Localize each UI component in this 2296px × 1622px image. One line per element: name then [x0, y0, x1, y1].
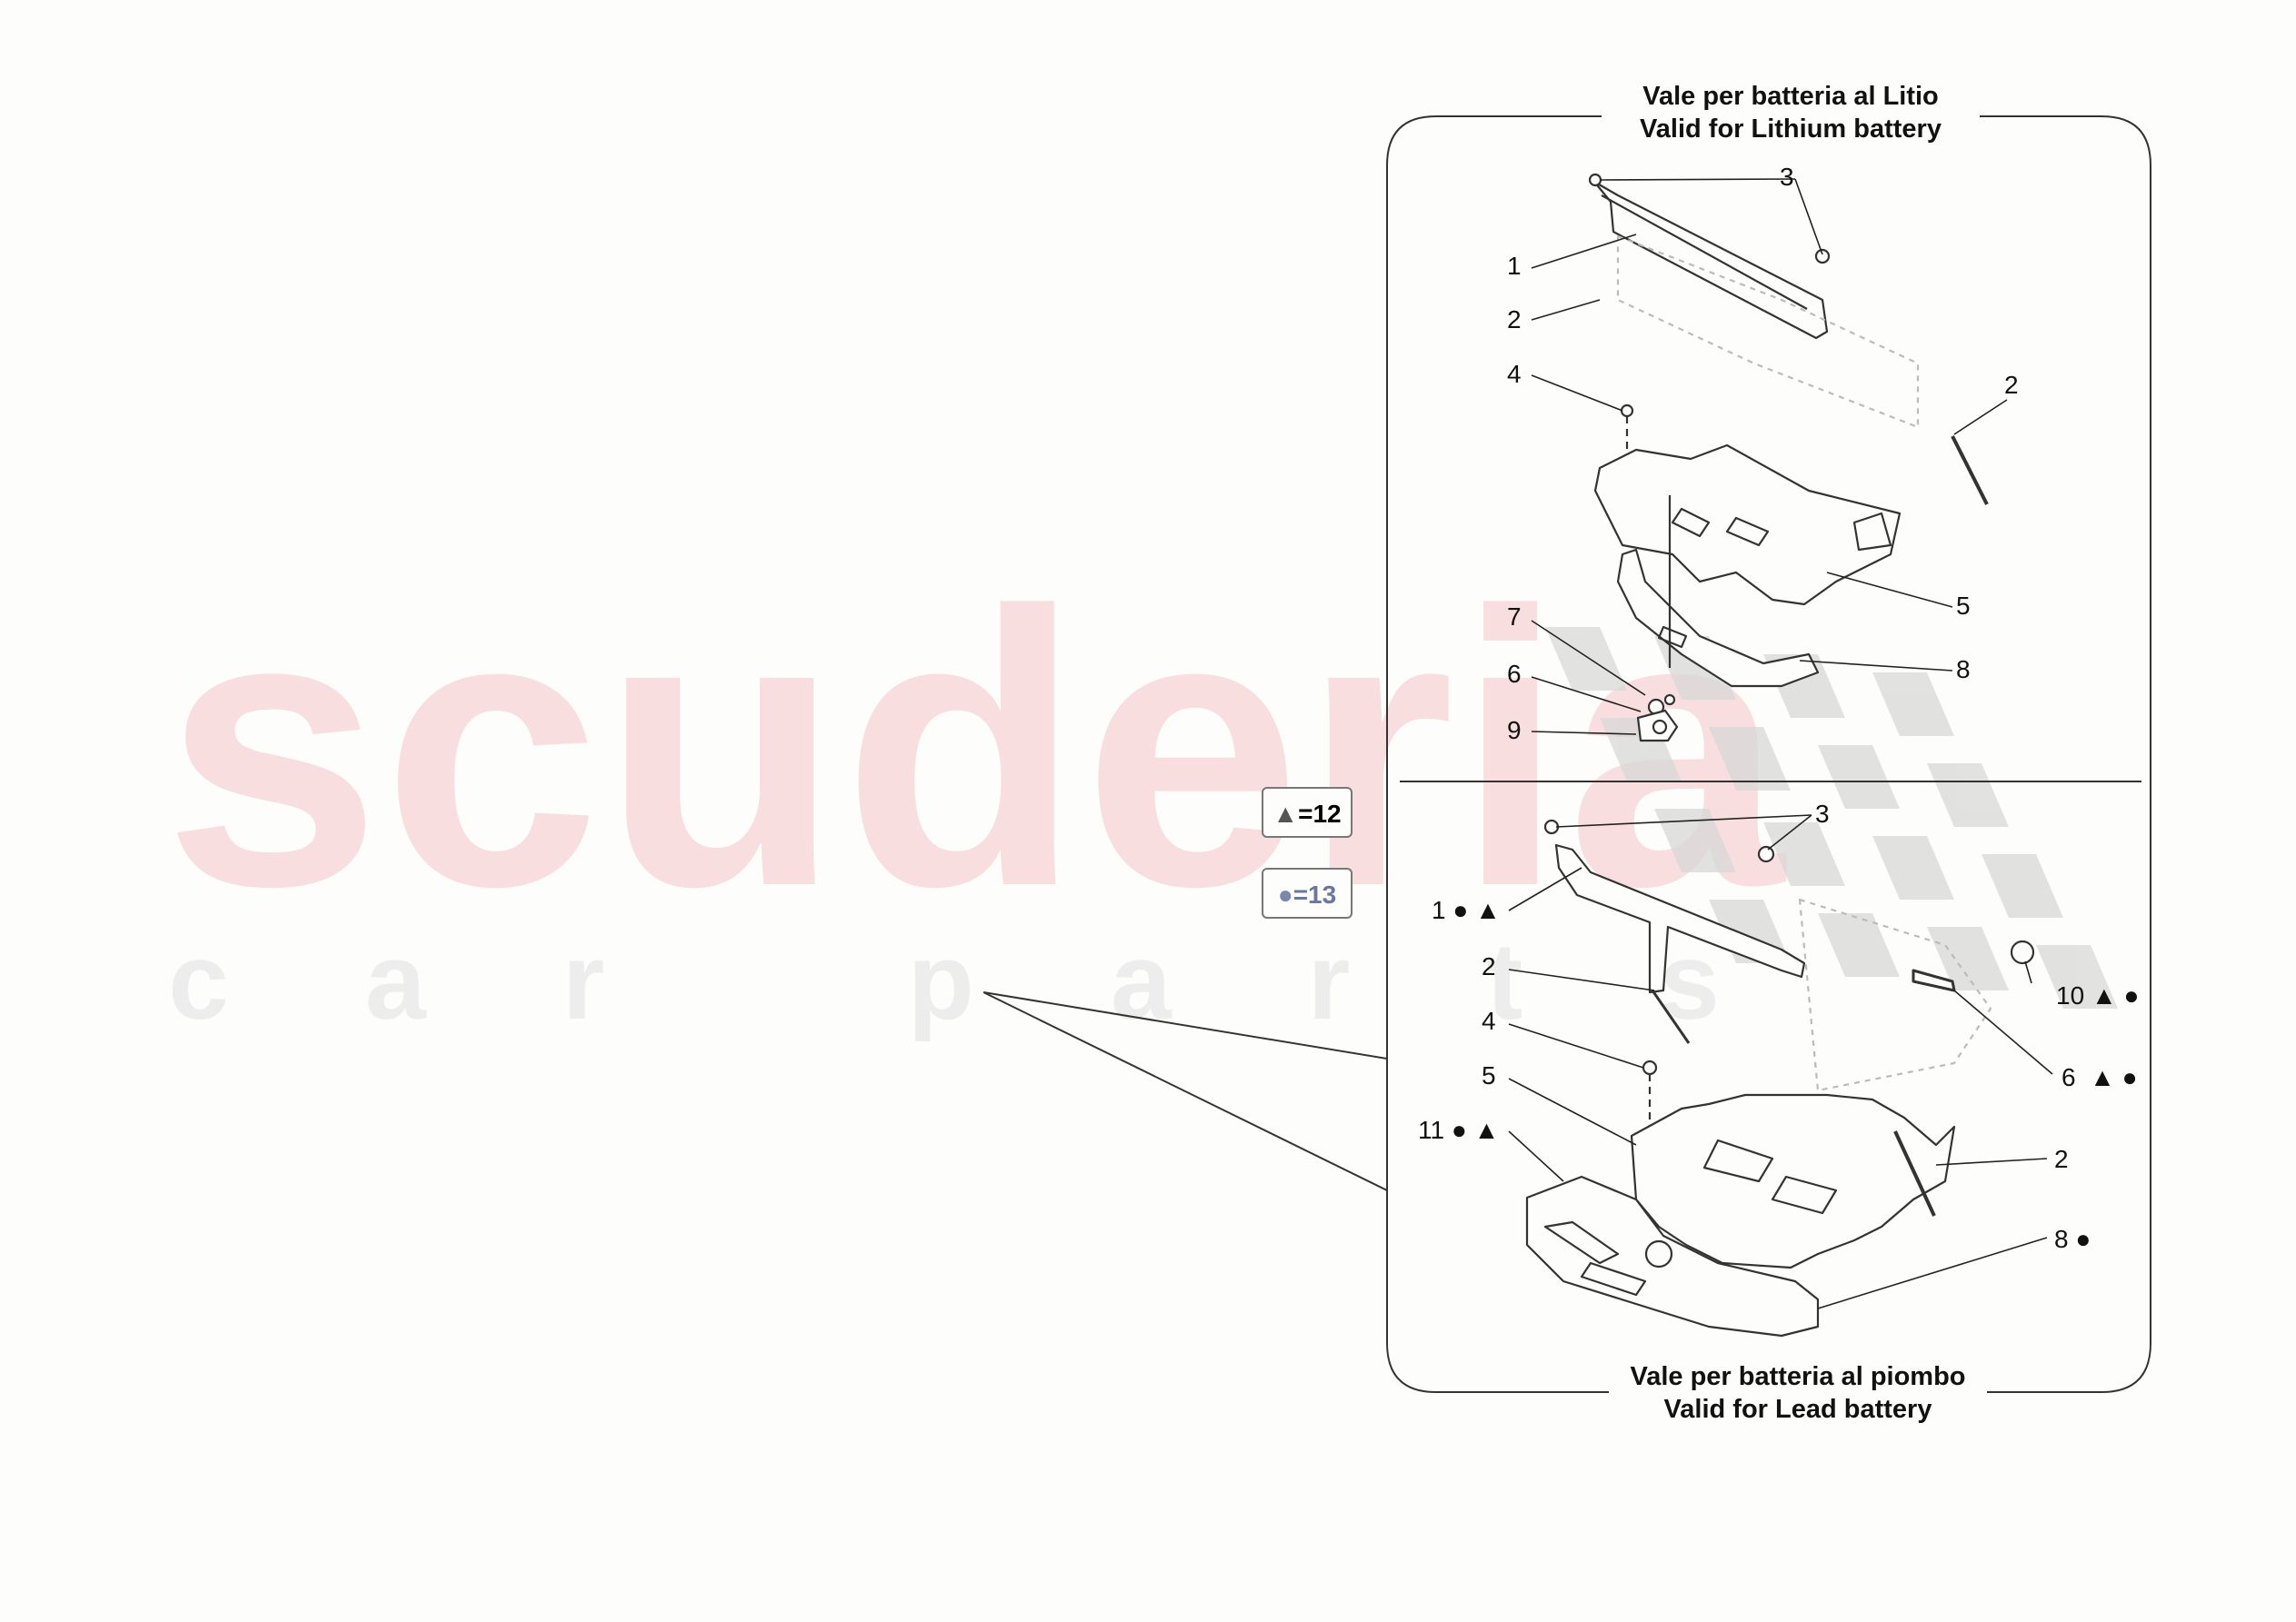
circle-icon: ●: [1277, 881, 1293, 909]
legend-triangle-value: =12: [1298, 800, 1342, 828]
circle-icon: ●: [1451, 1116, 1467, 1144]
lead-assembly: [1525, 819, 2035, 1338]
callout-top-1: 1: [1507, 252, 1522, 280]
callout-bottom-8-number: 8: [2054, 1225, 2069, 1253]
lead-caption-line2: Valid for Lead battery: [1663, 1395, 1932, 1424]
callout-bottom-3: 3: [1815, 800, 1830, 828]
lithium-caption: Vale per batteria al Litio Valid for Lit…: [1602, 80, 1980, 145]
callout-top-9: 9: [1507, 716, 1522, 744]
circle-icon: ●: [1452, 896, 1469, 924]
triangle-icon: ▲: [1473, 1116, 1500, 1144]
callout-bottom-2b: 2: [2054, 1145, 2069, 1173]
lithium-leaders: [1531, 178, 2008, 735]
lead-leaders: [1508, 814, 2053, 1309]
circle-icon: ●: [2075, 1225, 2091, 1253]
lead-caption-line1: Vale per batteria al piombo: [1630, 1362, 1966, 1391]
watermark-brand: scuderia: [164, 532, 1786, 968]
legend-circle-value: =13: [1293, 881, 1337, 909]
callout-bottom-1-number: 1: [1432, 896, 1446, 924]
callout-top-2a: 2: [1507, 305, 1522, 333]
triangle-icon: ▲: [2090, 1063, 2115, 1091]
lithium-caption-line2: Valid for Lithium battery: [1640, 114, 1942, 144]
triangle-icon: ▲: [1475, 896, 1501, 924]
callout-bottom-6-number: 6: [2061, 1063, 2076, 1091]
triangle-icon: ▲: [1273, 800, 1299, 828]
callout-bottom-6: 6 ▲ ●: [2061, 1065, 2138, 1090]
callout-top-4: 4: [1507, 360, 1522, 388]
callout-bottom-8: 8 ●: [2054, 1227, 2091, 1252]
callout-bottom-4: 4: [1482, 1007, 1496, 1035]
circle-icon: ●: [2123, 981, 2140, 1010]
callout-top-6: 6: [1507, 660, 1522, 688]
callout-top-7: 7: [1507, 602, 1522, 631]
legend-triangle: ▲=12: [1262, 787, 1353, 838]
callout-bottom-11: 11 ● ▲: [1418, 1118, 1499, 1143]
callout-top-8: 8: [1956, 655, 1971, 683]
callout-bottom-11-number: 11: [1418, 1116, 1445, 1144]
callout-bottom-2a: 2: [1482, 952, 1496, 980]
legend-circle: ●=13: [1262, 868, 1353, 919]
callout-bottom-10-number: 10: [2056, 981, 2085, 1010]
callout-bottom-1: 1 ● ▲: [1432, 898, 1501, 923]
watermark-subtitle: car parts: [168, 920, 1856, 1042]
callout-bottom-5: 5: [1482, 1061, 1496, 1090]
circle-icon: ●: [2121, 1063, 2138, 1091]
triangle-icon: ▲: [2091, 981, 2117, 1010]
callout-top-5: 5: [1956, 592, 1971, 620]
lithium-caption-line1: Vale per batteria al Litio: [1642, 82, 1939, 111]
callout-top-2b: 2: [2004, 371, 2019, 399]
lithium-assembly: [1588, 173, 1989, 742]
callout-top-3: 3: [1780, 163, 1794, 191]
diagram-frame: [1386, 115, 2151, 1393]
callout-bottom-10: 10 ▲ ●: [2056, 983, 2139, 1009]
lead-caption: Vale per batteria al piombo Valid for Le…: [1609, 1360, 1987, 1426]
